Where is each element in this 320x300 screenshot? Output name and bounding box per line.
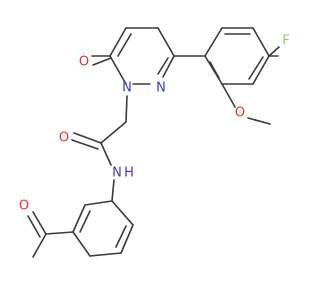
bond: [120, 224, 134, 254]
bond: [204, 27, 223, 57]
bond: [100, 121, 127, 144]
methoxy-oxygen-label: O: [235, 106, 245, 121]
bond: [92, 57, 112, 66]
amide-nitrogen-label: N: [112, 166, 122, 181]
bond: [73, 132, 102, 144]
molecule-structure: F O O N N O N H H: [19, 27, 290, 258]
ring-nitrogen-1-label: N: [122, 81, 132, 96]
bond: [72, 231, 91, 257]
bond: [247, 117, 271, 125]
bond: [204, 55, 223, 85]
bond: [89, 252, 122, 257]
bond: [221, 83, 236, 108]
bond: [32, 211, 47, 235]
bond: [115, 225, 127, 248]
bond: [84, 200, 113, 206]
pyridazinone-ring: [109, 27, 175, 85]
ring-nitrogen-2-label: N: [156, 81, 166, 96]
bond: [248, 56, 264, 80]
amide-hydrogen-inline-label: H: [124, 166, 134, 181]
bond: [111, 179, 115, 202]
bond: [79, 210, 91, 233]
acetylphenyl-ring: [72, 200, 134, 257]
bond: [45, 231, 74, 235]
bond: [100, 142, 112, 166]
ketone-oxygen-label: O: [19, 199, 29, 214]
bond: [32, 233, 47, 258]
bond: [72, 204, 86, 233]
bond: [117, 33, 132, 57]
molecule-svg: F O O N N O N H H: [19, 27, 290, 258]
bond: [162, 55, 175, 78]
bond: [109, 55, 127, 85]
bond: [27, 215, 41, 238]
bond: [109, 27, 127, 57]
ring-oxygen-label: O: [79, 55, 89, 70]
bond: [157, 57, 169, 75]
bond: [209, 61, 220, 79]
fluoro-methoxyphenyl-ring: [204, 27, 270, 85]
amide-oxygen-label: O: [59, 131, 69, 146]
bond: [157, 27, 175, 57]
fluorine-atom-label: F: [282, 34, 289, 49]
bond: [268, 46, 280, 57]
bond: [252, 55, 270, 85]
bond: [71, 139, 99, 150]
bond: [252, 27, 270, 57]
bond: [111, 200, 134, 226]
bond: [125, 95, 128, 123]
